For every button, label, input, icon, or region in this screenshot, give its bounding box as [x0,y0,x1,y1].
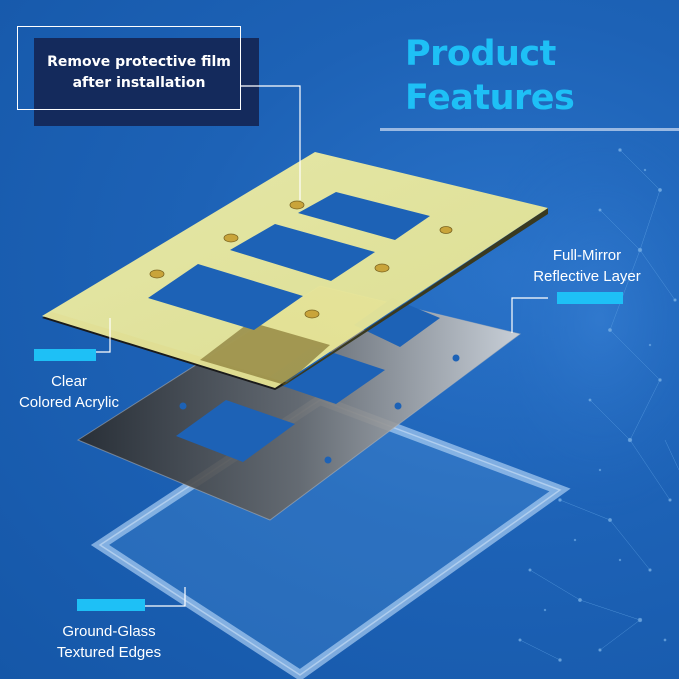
screw-hole-icon [149,200,453,319]
ground-label-tag [77,599,145,611]
callout-frame [17,26,241,110]
acrylic-label-tag [34,349,96,361]
mirror-cutout-1 [176,400,295,462]
callout-line-2: after installation [72,75,206,91]
callout-line-1: Remove protective film [47,54,231,70]
mirror-label-line-2: Reflective Layer [533,268,641,285]
ground-layer-label: Ground-Glass Textured Edges [42,621,176,663]
mirror-label-line-1: Full-Mirror [552,247,622,264]
protective-film-callout: Remove protective film after installatio… [34,52,244,94]
acrylic-layer-label: Clear Colored Acrylic [6,371,132,413]
mirror-reflective-layer [76,285,522,521]
mirror-label-tag [557,292,623,304]
mirror-layer-label: Full-Mirror Reflective Layer [525,245,649,287]
page-title: Product Features [405,32,575,120]
title-underline [380,128,679,131]
acrylic-cutout-3 [298,192,430,240]
callout-box [34,38,259,126]
acrylic-cutout-2 [230,224,375,281]
acrylic-cutout-1 [148,264,303,330]
clear-acrylic-layer [42,152,548,390]
acrylic-label-line-1: Clear [51,373,87,390]
title-line-2: Features [405,78,575,118]
ground-label-line-2: Textured Edges [56,644,162,661]
acrylic-label-line-2: Colored Acrylic [18,394,120,411]
title-line-1: Product [405,34,556,74]
ground-label-line-1: Ground-Glass [62,623,156,640]
